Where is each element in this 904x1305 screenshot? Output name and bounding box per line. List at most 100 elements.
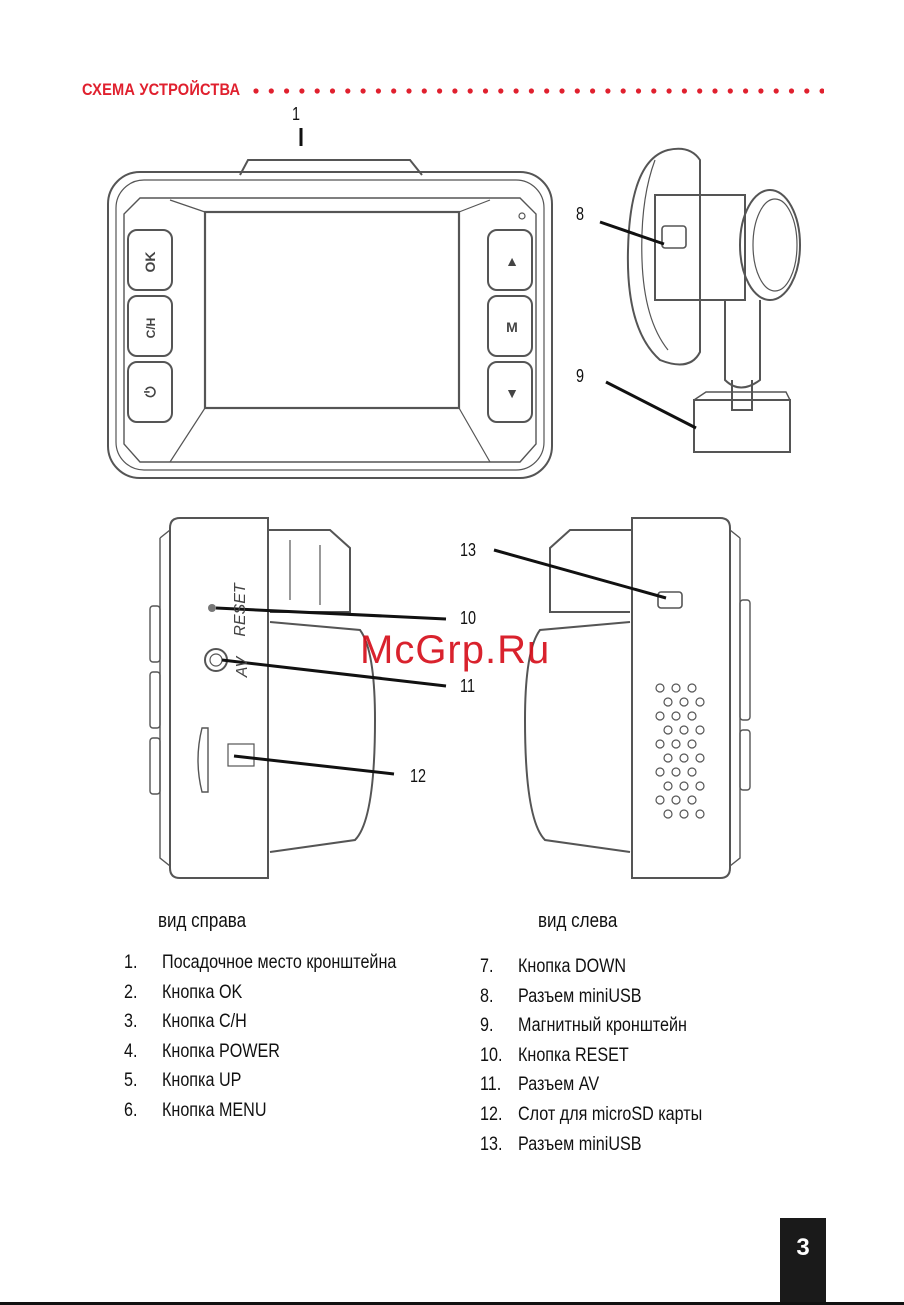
legend-item-text: Кнопка MENU: [162, 1099, 267, 1121]
title-dot: [253, 88, 259, 94]
title-dot: [819, 88, 824, 94]
title-dot: [590, 88, 596, 94]
title-dot: [743, 88, 749, 94]
title-dot: [284, 88, 290, 94]
title-dot: [421, 88, 427, 94]
legend-item-number: 5.: [124, 1070, 138, 1092]
callout-11: 11: [460, 676, 475, 696]
legend-item-number: 1.: [124, 952, 138, 973]
power-icon: ⏻: [142, 386, 158, 397]
legend-item: 9. Магнитный кронштейн: [480, 1011, 735, 1041]
title-dot: [360, 88, 366, 94]
view-label-left: вид слева: [538, 910, 618, 932]
callout-8: 8: [576, 204, 585, 224]
legend-item: 10. Кнопка RESET: [480, 1041, 735, 1071]
legend-list-right: 7. Кнопка DOWN 8. Разъем miniUSB 9. Магнитный…: [480, 952, 735, 1159]
right-side-view: [149, 517, 377, 879]
title-dot: [299, 88, 305, 94]
legend-item-number: 2.: [124, 981, 138, 1003]
title-dot: [666, 88, 672, 94]
legend-item-number: 4.: [124, 1040, 138, 1062]
title-dot: [681, 88, 687, 94]
title-dot: [559, 88, 565, 94]
legend-item: 8. Разъем miniUSB: [480, 982, 735, 1012]
legend-item: 11. Разъем AV: [480, 1070, 735, 1100]
legend-item-number: 12.: [480, 1103, 503, 1125]
legend-item-number: 6.: [124, 1099, 138, 1121]
legend-item-number: 10.: [480, 1044, 503, 1066]
callout-12: 12: [410, 766, 427, 786]
title-dot: [345, 88, 351, 94]
view-label-right: вид справа: [158, 910, 247, 932]
legend-item: 3. Кнопка C/H: [124, 1007, 438, 1037]
title-dot: [498, 88, 504, 94]
title-dot: [452, 88, 458, 94]
left-side-view: [523, 517, 751, 879]
menu-button-label: M: [506, 319, 518, 335]
legend-item: 12. Слот для microSD карты: [480, 1100, 735, 1130]
callout-10: 10: [460, 608, 477, 628]
page-number: 3: [780, 1218, 826, 1305]
legend-item: 2. Кнопка OK: [124, 978, 438, 1008]
reset-label: RESET: [232, 582, 249, 637]
bottom-rule: [0, 1302, 904, 1305]
legend-item-text: Кнопка UP: [162, 1070, 242, 1092]
legend-item-text: Кнопка OK: [162, 981, 243, 1003]
title-dot: [620, 88, 626, 94]
title-dot: [544, 88, 550, 94]
ch-button-label: C/H: [144, 318, 158, 339]
section-title: СХЕМА УСТРОЙСТВА: [82, 80, 241, 99]
legend-item-number: 7.: [480, 956, 494, 977]
title-dot: [635, 88, 642, 94]
legend-item-text: Магнитный кронштейн: [518, 1015, 687, 1037]
legend-item: 13.Разъем miniUSB: [480, 1130, 735, 1160]
callout-13: 13: [460, 540, 477, 560]
title-dot: [268, 88, 274, 94]
title-dot: [605, 88, 611, 94]
legend-item-text: Слот для microSD карты: [518, 1103, 703, 1125]
title-dot: [329, 88, 336, 94]
title-dot: [314, 88, 320, 94]
legend-item-number: 11.: [480, 1074, 502, 1096]
av-label: AV: [234, 655, 251, 678]
section-title-dots: [253, 88, 824, 94]
legend-item-number: 9.: [480, 1015, 494, 1037]
legend-item-text: Кнопка DOWN: [518, 956, 627, 977]
legend-item-text: Разъем miniUSB: [518, 1133, 642, 1155]
down-icon: ▼: [505, 385, 519, 401]
front-view: [107, 159, 553, 479]
legend-item-number: 8.: [480, 985, 494, 1007]
legend-item: 1. Посадочное место кронштейна: [124, 948, 438, 978]
title-dot: [697, 88, 703, 94]
legend-item-text: Разъем miniUSB: [518, 985, 642, 1007]
legend-item: 5. Кнопка UP: [124, 1066, 438, 1096]
title-dot: [788, 88, 795, 94]
title-dot: [574, 88, 580, 94]
callout-1: 1: [292, 104, 301, 124]
title-dot: [773, 88, 779, 94]
title-dot: [482, 88, 489, 94]
title-dot: [727, 88, 733, 94]
title-dot: [758, 88, 764, 94]
legend-item-number: 3.: [124, 1011, 138, 1033]
title-dot: [375, 88, 381, 94]
legend-item-text: Кнопка RESET: [518, 1044, 629, 1066]
title-dot: [712, 88, 718, 94]
legend-item-text: Посадочное место кронштейна: [162, 952, 397, 973]
legend-item: 6. Кнопка MENU: [124, 1096, 438, 1126]
callout-9: 9: [576, 366, 585, 386]
title-dot: [437, 88, 443, 94]
legend-item: 7. Кнопка DOWN: [480, 952, 735, 982]
watermark: McGrp.Ru: [360, 628, 551, 672]
title-dot: [406, 88, 412, 94]
legend-item-text: Кнопка C/H: [162, 1011, 247, 1033]
leader-lines: [215, 128, 697, 776]
ok-button-label: OK: [142, 252, 158, 273]
title-dot: [467, 88, 473, 94]
device-diagram: OK C/H ⏻ ▲ M ▼ RESET AV: [107, 128, 801, 879]
title-dot: [513, 88, 519, 94]
title-dot: [804, 88, 810, 94]
legend-item-text: Разъем AV: [518, 1074, 600, 1096]
legend-item-text: Кнопка POWER: [162, 1040, 280, 1062]
legend-list-left: 1. Посадочное место кронштейна 2. Кнопка OK…: [124, 948, 438, 1126]
